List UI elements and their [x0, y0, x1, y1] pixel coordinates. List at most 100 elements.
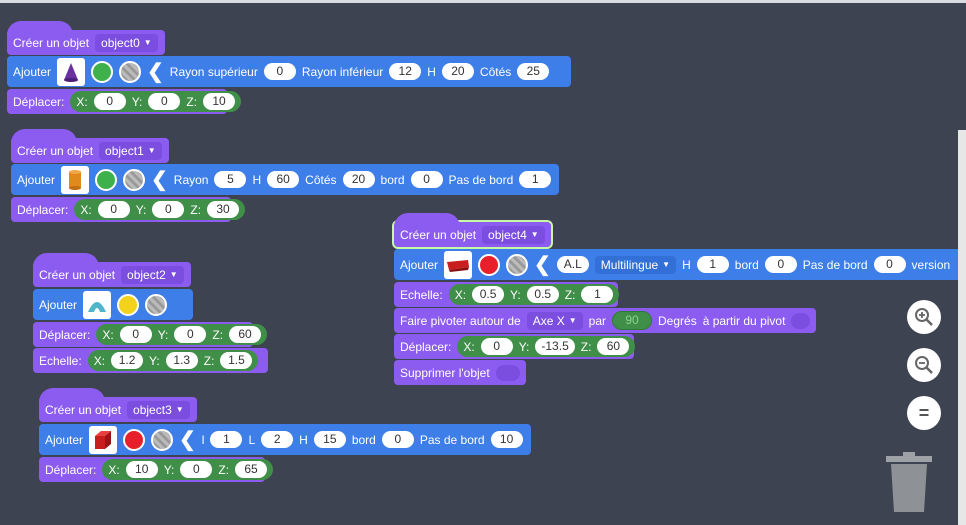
z-input[interactable]: 1.5: [220, 352, 253, 369]
create-object3-block[interactable]: Créer un objet object3▼: [39, 388, 197, 422]
height-input[interactable]: 60: [267, 171, 300, 188]
object-name: object2: [127, 267, 166, 282]
text-input[interactable]: A.L: [556, 256, 589, 273]
object1-dropdown[interactable]: object1▼: [99, 141, 162, 160]
y-input[interactable]: 0: [180, 461, 213, 478]
radius-input[interactable]: 5: [214, 171, 247, 188]
z-input[interactable]: 65: [235, 461, 268, 478]
xyz-group: X:0 Y:0 Z:30: [74, 199, 246, 220]
x-input[interactable]: 0: [480, 338, 513, 355]
height-input[interactable]: 1: [696, 256, 729, 273]
yellow-color-swatch[interactable]: [117, 293, 140, 316]
trash-can[interactable]: [886, 452, 932, 514]
box-shape-icon[interactable]: [89, 425, 118, 454]
rotate-object4-block[interactable]: Faire pivoter autour de Axe X▼ par 90 De…: [394, 308, 816, 333]
y-input[interactable]: 1.3: [165, 352, 198, 369]
add-object2-block[interactable]: Ajouter: [33, 289, 193, 320]
rotate-label: Faire pivoter autour de: [400, 313, 521, 328]
z-input[interactable]: 10: [203, 93, 236, 110]
object2-dropdown[interactable]: object2▼: [121, 265, 184, 284]
collapse-arrow-icon[interactable]: ❮: [179, 428, 196, 451]
reset-zoom-button[interactable]: =: [907, 396, 941, 430]
edge-input[interactable]: 0: [410, 171, 443, 188]
red-color-swatch[interactable]: [478, 253, 501, 276]
width-input[interactable]: 1: [210, 431, 243, 448]
green-color-swatch[interactable]: [95, 168, 118, 191]
edge-input[interactable]: 0: [381, 431, 414, 448]
tube-shape-icon[interactable]: [83, 290, 112, 319]
x-input[interactable]: 0: [119, 326, 152, 343]
edge-step-input[interactable]: 10: [490, 431, 523, 448]
edge-step-input[interactable]: 0: [873, 256, 906, 273]
y-input[interactable]: 0: [148, 93, 181, 110]
edge-input[interactable]: 0: [764, 256, 797, 273]
delete-object4-block[interactable]: Supprimer l'objet: [394, 360, 526, 385]
x-input[interactable]: 10: [125, 461, 158, 478]
x-input[interactable]: 0: [97, 201, 130, 218]
top-radius-input[interactable]: 0: [263, 63, 296, 80]
texture-swatch[interactable]: [506, 253, 529, 276]
bottom-radius-input[interactable]: 12: [389, 63, 422, 80]
add-object3-block[interactable]: Ajouter ❮ l 1 L 2 H 15 bord 0 Pas de bor…: [39, 424, 531, 455]
z-input[interactable]: 1: [581, 286, 614, 303]
create-object2-block[interactable]: Créer un objet object2▼: [33, 253, 191, 287]
font-dropdown[interactable]: Multilingue▼: [594, 255, 677, 274]
degrees-input[interactable]: 90: [612, 311, 653, 330]
y-input[interactable]: 0: [152, 201, 185, 218]
add-object1-block[interactable]: Ajouter ❮ Rayon 5 H 60 Côtés 20 bord 0 P…: [11, 164, 559, 195]
collapse-arrow-icon[interactable]: ❮: [151, 168, 168, 191]
object0-dropdown[interactable]: object0▼: [95, 33, 158, 52]
x-input[interactable]: 1.2: [111, 352, 144, 369]
create-object4-block[interactable]: Créer un objet object4▼: [392, 213, 553, 249]
texture-swatch[interactable]: [145, 293, 168, 316]
edge-step-input[interactable]: 1: [519, 171, 552, 188]
y-input[interactable]: 0: [174, 326, 207, 343]
equals-icon: =: [918, 402, 930, 423]
y-input[interactable]: -13.5: [535, 338, 575, 355]
sides-input[interactable]: 20: [342, 171, 375, 188]
move-object1-block[interactable]: Déplacer: X:0 Y:0 Z:30: [11, 197, 246, 222]
text-3d-shape-icon[interactable]: [444, 250, 473, 279]
z-input[interactable]: 60: [229, 326, 262, 343]
texture-swatch[interactable]: [151, 428, 174, 451]
sides-input[interactable]: 25: [517, 63, 550, 80]
scale-object2-block[interactable]: Echelle: X:1.2 Y:1.3 Z:1.5: [33, 348, 268, 373]
x-input[interactable]: 0.5: [472, 286, 505, 303]
create-object0-block[interactable]: Créer un objet object0▼: [7, 21, 165, 55]
cylinder-shape-icon[interactable]: [61, 165, 90, 194]
zoom-in-button[interactable]: [907, 300, 941, 334]
length-input[interactable]: 2: [261, 431, 294, 448]
height-input[interactable]: 15: [313, 431, 346, 448]
pivot-slot[interactable]: [791, 312, 810, 329]
move-object4-block[interactable]: Déplacer: X:0 Y:-13.5 Z:60: [394, 334, 636, 359]
collapse-arrow-icon[interactable]: ❮: [147, 60, 164, 83]
vertical-scrollbar[interactable]: [958, 130, 966, 525]
y-input[interactable]: 0.5: [526, 286, 559, 303]
axis-dropdown[interactable]: Axe X▼: [526, 311, 583, 330]
axis-name: Axe X: [532, 313, 565, 328]
red-color-swatch[interactable]: [123, 428, 146, 451]
add-object4-block[interactable]: Ajouter ❮ A.L Multilingue▼ H 1 bord 0 Pa…: [394, 249, 958, 280]
cone-shape-icon[interactable]: [57, 57, 86, 86]
green-color-swatch[interactable]: [91, 60, 114, 83]
height-input[interactable]: 20: [441, 63, 474, 80]
z-input[interactable]: 30: [207, 201, 240, 218]
move-object2-block[interactable]: Déplacer: X:0 Y:0 Z:60: [33, 322, 268, 347]
delete-object-slot[interactable]: [495, 364, 520, 381]
x-input[interactable]: 0: [93, 93, 126, 110]
texture-swatch[interactable]: [119, 60, 142, 83]
add-object0-block[interactable]: Ajouter ❮ Rayon supérieur 0 Rayon inféri…: [7, 56, 571, 87]
move-object0-block[interactable]: Déplacer: X:0 Y:0 Z:10: [7, 89, 242, 114]
create-object1-block[interactable]: Créer un objet object1▼: [11, 129, 169, 163]
zoom-out-button[interactable]: [907, 348, 941, 382]
z-input[interactable]: 60: [597, 338, 630, 355]
move-object3-block[interactable]: Déplacer: X:10 Y:0 Z:65: [39, 457, 274, 482]
object4-dropdown[interactable]: object4▼: [482, 225, 545, 244]
z-label: Z:: [218, 462, 230, 477]
collapse-arrow-icon[interactable]: ❮: [534, 253, 551, 276]
object3-dropdown[interactable]: object3▼: [127, 400, 190, 419]
degrees-label: Degrés: [658, 313, 697, 328]
texture-swatch[interactable]: [123, 168, 146, 191]
scale-object4-block[interactable]: Echelle: X:0.5 Y:0.5 Z:1: [394, 282, 620, 307]
